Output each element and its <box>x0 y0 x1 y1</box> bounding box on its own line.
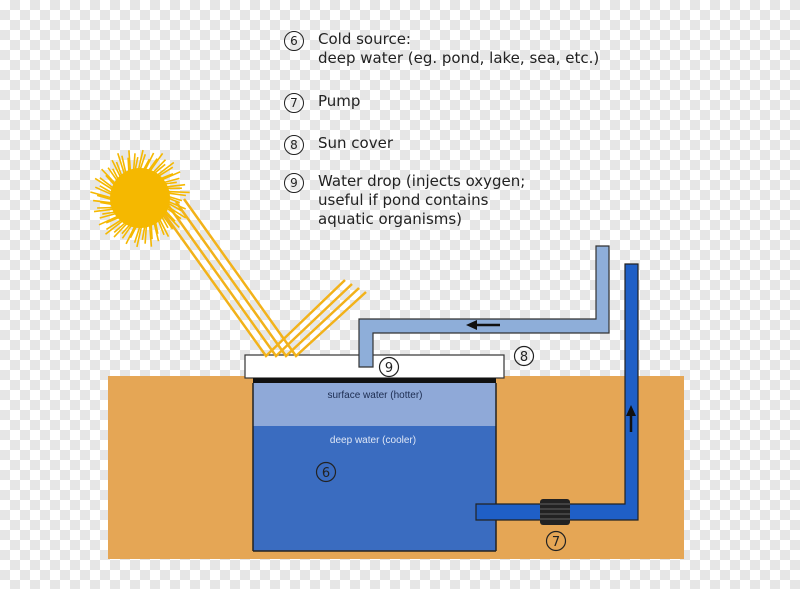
pump-icon <box>540 499 570 525</box>
svg-text:9: 9 <box>385 361 393 376</box>
marker-9: 9 <box>378 356 400 378</box>
supply-pipe <box>475 263 639 521</box>
svg-text:6: 6 <box>322 466 330 481</box>
legend-line: Sun cover <box>318 134 393 152</box>
legend-line: deep water (eg. pond, lake, sea, etc.) <box>318 49 600 67</box>
legend-number: 9 <box>284 173 304 193</box>
svg-text:7: 7 <box>552 535 560 550</box>
deep-water <box>253 426 496 551</box>
legend-line: useful if pond contains <box>318 191 489 209</box>
marker-8: 8 <box>513 345 535 367</box>
ground-bottom <box>253 551 496 559</box>
sun-cover-frame <box>244 354 505 379</box>
legend-line: Pump <box>318 92 361 110</box>
legend-number: 6 <box>284 31 304 51</box>
legend-item-water-drop: 9 Water drop (injects oxygen; useful if … <box>284 172 525 229</box>
legend-number: 8 <box>284 135 304 155</box>
legend-line: Water drop (injects oxygen; <box>318 172 526 190</box>
marker-7: 7 <box>545 530 567 552</box>
return-pipe <box>358 245 610 368</box>
deep-water-label: deep water (cooler) <box>330 435 416 446</box>
flow-arrow-up-head <box>626 405 636 416</box>
legend-item-pump: 7 Pump <box>284 92 360 113</box>
flow-arrow-left-head <box>466 320 477 330</box>
legend-line: Cold source: <box>318 30 411 48</box>
sun-icon <box>90 149 190 248</box>
legend-item-sun-cover: 8 Sun cover <box>284 134 393 155</box>
sun-cover <box>253 378 496 383</box>
marker-6: 6 <box>315 461 337 483</box>
legend-line: aquatic organisms) <box>318 210 463 228</box>
surface-water-label: surface water (hotter) <box>327 390 422 401</box>
sun-rays <box>158 198 367 358</box>
ground-left <box>108 376 253 559</box>
legend-item-cold-source: 6 Cold source: deep water (eg. pond, lak… <box>284 30 599 68</box>
svg-text:8: 8 <box>520 350 528 365</box>
ground-right <box>496 376 684 559</box>
legend-number: 7 <box>284 93 304 113</box>
surface-water <box>253 383 496 426</box>
